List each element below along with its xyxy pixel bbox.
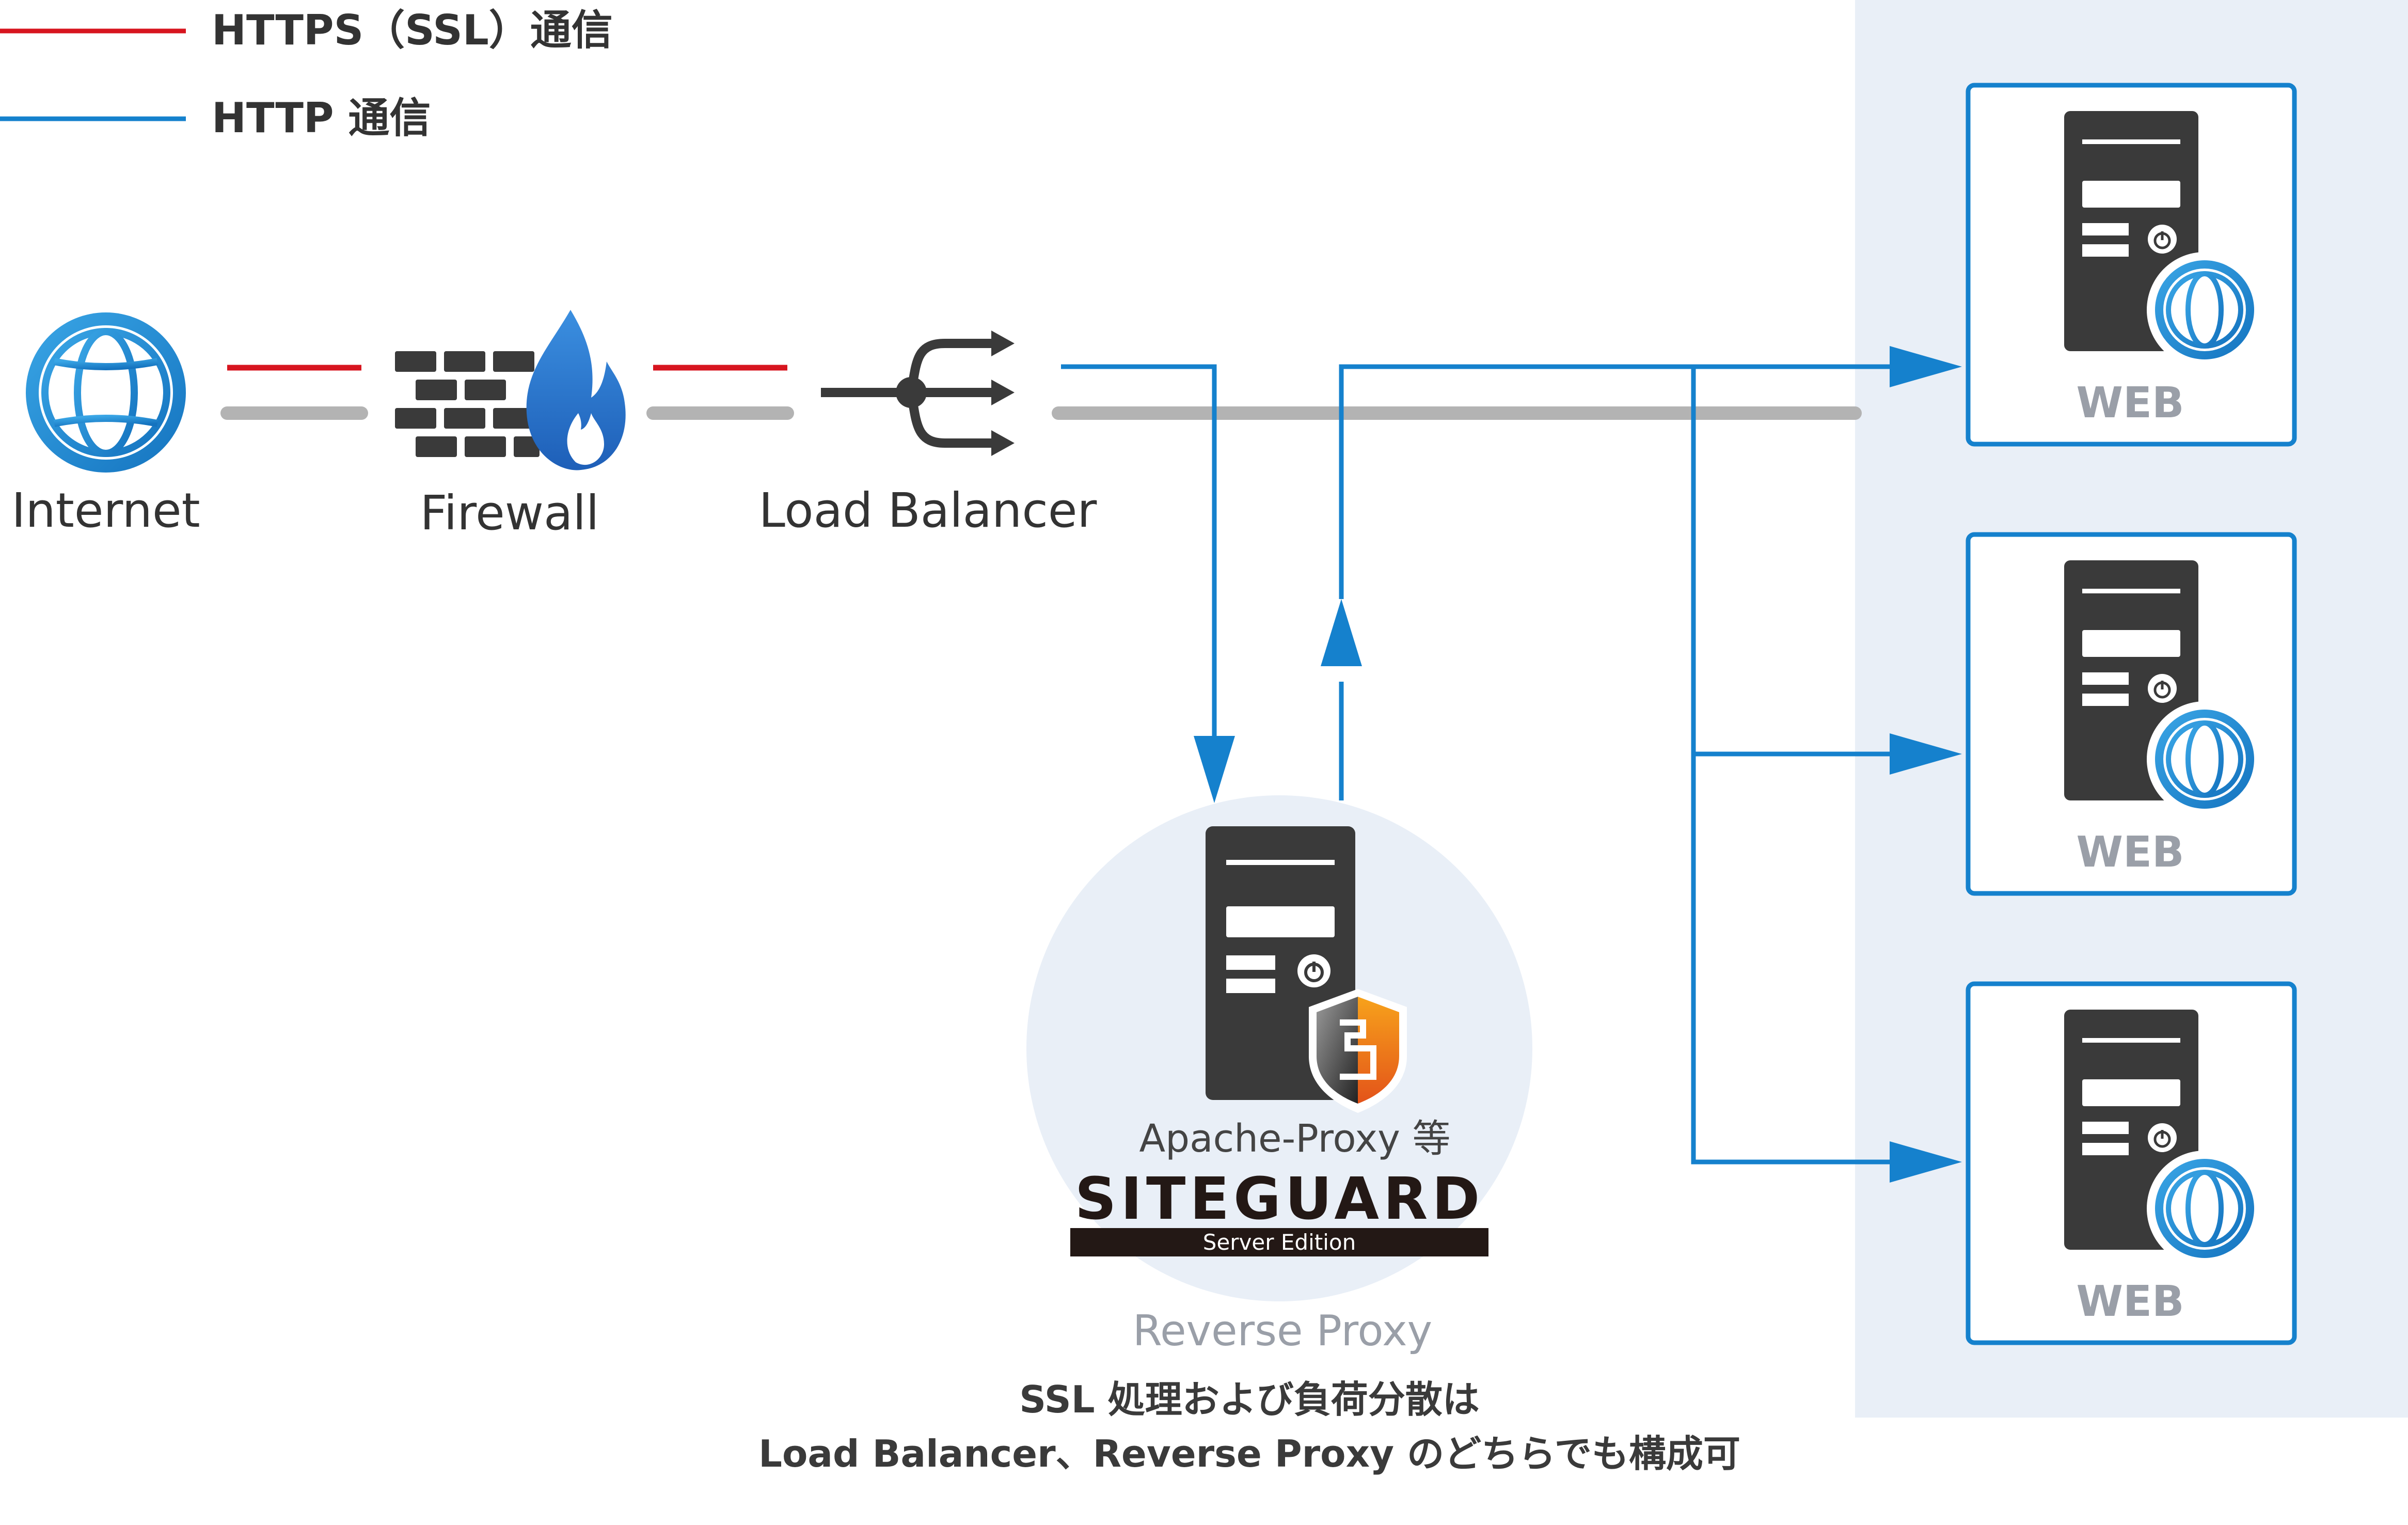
legend-https-label: HTTPS（SSL）通信 bbox=[212, 6, 613, 54]
web-globe-icon bbox=[2147, 701, 2262, 817]
web-label: WEB bbox=[2077, 379, 2184, 428]
web-globe-icon bbox=[2147, 252, 2262, 368]
arrow-up-from-proxy bbox=[1321, 599, 1362, 666]
siteguard-logo-sub: Server Edition bbox=[1203, 1230, 1356, 1255]
legend: HTTPS（SSL）通信 HTTP 通信 bbox=[0, 6, 613, 142]
arrow-down-to-proxy bbox=[1194, 736, 1235, 803]
internet-label: Internet bbox=[11, 483, 200, 538]
internet-node: Internet bbox=[11, 312, 200, 538]
note-line-1: SSL 処理および負荷分散は bbox=[1019, 1378, 1479, 1421]
load-balancer-label: Load Balancer bbox=[759, 483, 1097, 538]
web-server-1: WEB bbox=[1966, 83, 2297, 447]
arrow-web1 bbox=[1890, 346, 1962, 387]
web-server-2: WEB bbox=[1966, 532, 2297, 896]
legend-http-label: HTTP 通信 bbox=[212, 94, 431, 142]
firewall-label: Firewall bbox=[420, 485, 599, 541]
arrow-web2 bbox=[1890, 733, 1962, 775]
firewall-icon bbox=[395, 310, 626, 470]
shield-icon bbox=[1309, 989, 1407, 1113]
proxy-node: Apache-Proxy 等 SITEGUARD Server Edition … bbox=[1026, 795, 1532, 1356]
network-links bbox=[220, 365, 1862, 420]
web-label: WEB bbox=[2077, 828, 2184, 877]
configuration-note: SSL 処理および負荷分散は Load Balancer、Reverse Pro… bbox=[758, 1378, 1740, 1475]
http-lb-to-proxy bbox=[1061, 364, 1217, 754]
load-balancer-icon bbox=[821, 331, 1015, 456]
http-flow bbox=[1061, 346, 1962, 1183]
logo-sub-band bbox=[1070, 1228, 1488, 1256]
web-globe-icon bbox=[2147, 1151, 2262, 1266]
note-line-2: Load Balancer、Reverse Proxy のどちらでも構成可 bbox=[758, 1432, 1740, 1475]
arrow-web3 bbox=[1890, 1141, 1962, 1183]
proxy-role-label: Reverse Proxy bbox=[1133, 1307, 1432, 1356]
http-trunk bbox=[1339, 364, 1900, 599]
web-server-3: WEB bbox=[1966, 981, 2297, 1345]
siteguard-logo-text: SITEGUARD bbox=[1075, 1166, 1484, 1233]
proxy-caption: Apache-Proxy 等 bbox=[1139, 1117, 1451, 1161]
firewall-node: Firewall bbox=[395, 310, 626, 541]
load-balancer-node: Load Balancer bbox=[759, 331, 1097, 538]
globe-icon bbox=[26, 312, 186, 473]
http-branch bbox=[1691, 367, 1900, 1165]
web-label: WEB bbox=[2077, 1277, 2184, 1326]
